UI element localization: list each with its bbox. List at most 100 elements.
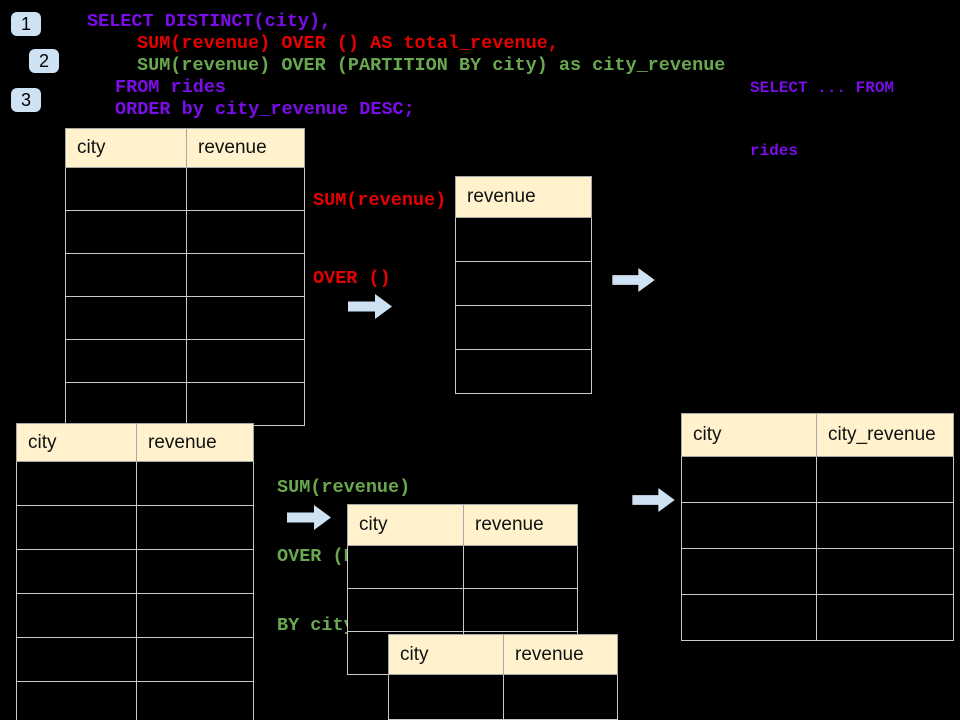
table-cell xyxy=(503,674,618,720)
table-row xyxy=(455,305,592,350)
table-cell xyxy=(347,588,464,632)
table-row xyxy=(347,545,578,589)
table-cell xyxy=(186,253,305,297)
table-row xyxy=(16,637,254,682)
table-cell xyxy=(816,548,954,595)
table-cell xyxy=(16,681,137,720)
sql-partition-line: SUM(revenue) OVER (PARTITION BY city) as… xyxy=(137,55,726,76)
table-cell xyxy=(136,549,254,594)
table-row xyxy=(16,461,254,506)
table-row xyxy=(681,594,954,641)
partition-annotation-line-1: SUM(revenue) xyxy=(277,477,411,498)
table-cell xyxy=(16,593,137,638)
arrow-source-to-total-icon xyxy=(348,294,392,319)
step-badge-2: 2 xyxy=(29,49,59,73)
table-cell xyxy=(463,545,578,589)
table-row xyxy=(347,588,578,632)
table-cell xyxy=(16,461,137,506)
table-row xyxy=(681,456,954,503)
table-cell xyxy=(816,594,954,641)
column-header: city xyxy=(65,128,187,168)
table-cell xyxy=(455,261,592,306)
column-header: city xyxy=(681,413,817,457)
table-row xyxy=(65,339,305,383)
table-cell xyxy=(136,681,254,720)
table-row xyxy=(388,674,618,720)
side-note-line-1: SELECT ... FROM xyxy=(750,79,895,97)
column-header: revenue xyxy=(463,504,578,546)
table-row xyxy=(16,681,254,720)
table-row xyxy=(65,296,305,340)
table-cell xyxy=(136,637,254,682)
column-header: revenue xyxy=(455,176,592,218)
column-header: city xyxy=(347,504,464,546)
arrow-partition-step-icon xyxy=(287,505,331,530)
table-cell xyxy=(136,461,254,506)
table-cell xyxy=(186,382,305,426)
table-row xyxy=(16,549,254,594)
table-row xyxy=(455,217,592,262)
column-header: revenue xyxy=(136,423,254,462)
table-cell xyxy=(681,594,817,641)
table-cell xyxy=(455,349,592,394)
table-cell xyxy=(65,382,187,426)
table-cell xyxy=(136,505,254,550)
table-cell xyxy=(186,210,305,254)
table-cell xyxy=(16,505,137,550)
table-cell xyxy=(388,674,504,720)
table-row xyxy=(16,593,254,638)
table-cell xyxy=(65,167,187,211)
table-row xyxy=(455,349,592,394)
table-cell xyxy=(816,456,954,503)
table-row xyxy=(16,505,254,550)
table-cell xyxy=(136,593,254,638)
side-note-line-2: rides xyxy=(750,142,799,160)
header-row: revenue xyxy=(455,176,592,218)
table-row xyxy=(681,548,954,595)
column-header: revenue xyxy=(503,634,618,675)
table-row xyxy=(65,210,305,254)
table-cell xyxy=(347,545,464,589)
table-cell xyxy=(463,588,578,632)
table-cell xyxy=(455,305,592,350)
table-cell xyxy=(681,548,817,595)
table-row xyxy=(681,502,954,549)
table-cell xyxy=(681,502,817,549)
table-cell xyxy=(681,456,817,503)
table-cell xyxy=(816,502,954,549)
arrow-total-to-result-icon xyxy=(612,267,655,293)
table-cell xyxy=(16,549,137,594)
arrow-to-city-revenue-icon xyxy=(632,487,675,513)
sql-from-line: FROM rides xyxy=(115,77,227,98)
table-cell xyxy=(65,210,187,254)
step-badge-1: 1 xyxy=(11,12,41,36)
table-cell xyxy=(186,339,305,383)
table-cell xyxy=(16,637,137,682)
table-cell xyxy=(65,253,187,297)
table-cell xyxy=(186,167,305,211)
step-badge-3: 3 xyxy=(11,88,41,112)
table-cell xyxy=(65,339,187,383)
total-annotation: SUM(revenue) OVER () xyxy=(313,136,446,344)
table-cell xyxy=(455,217,592,262)
column-header: city xyxy=(16,423,137,462)
total-annotation-line-2: OVER () xyxy=(313,268,391,289)
column-header: revenue xyxy=(186,128,305,168)
table-row xyxy=(65,167,305,211)
sql-total-line: SUM(revenue) OVER () AS total_revenue, xyxy=(137,33,559,54)
table-cell xyxy=(186,296,305,340)
column-header: city xyxy=(388,634,504,675)
table-row xyxy=(455,261,592,306)
side-note: SELECT ... FROM rides xyxy=(750,36,894,204)
column-header: city_revenue xyxy=(816,413,954,457)
